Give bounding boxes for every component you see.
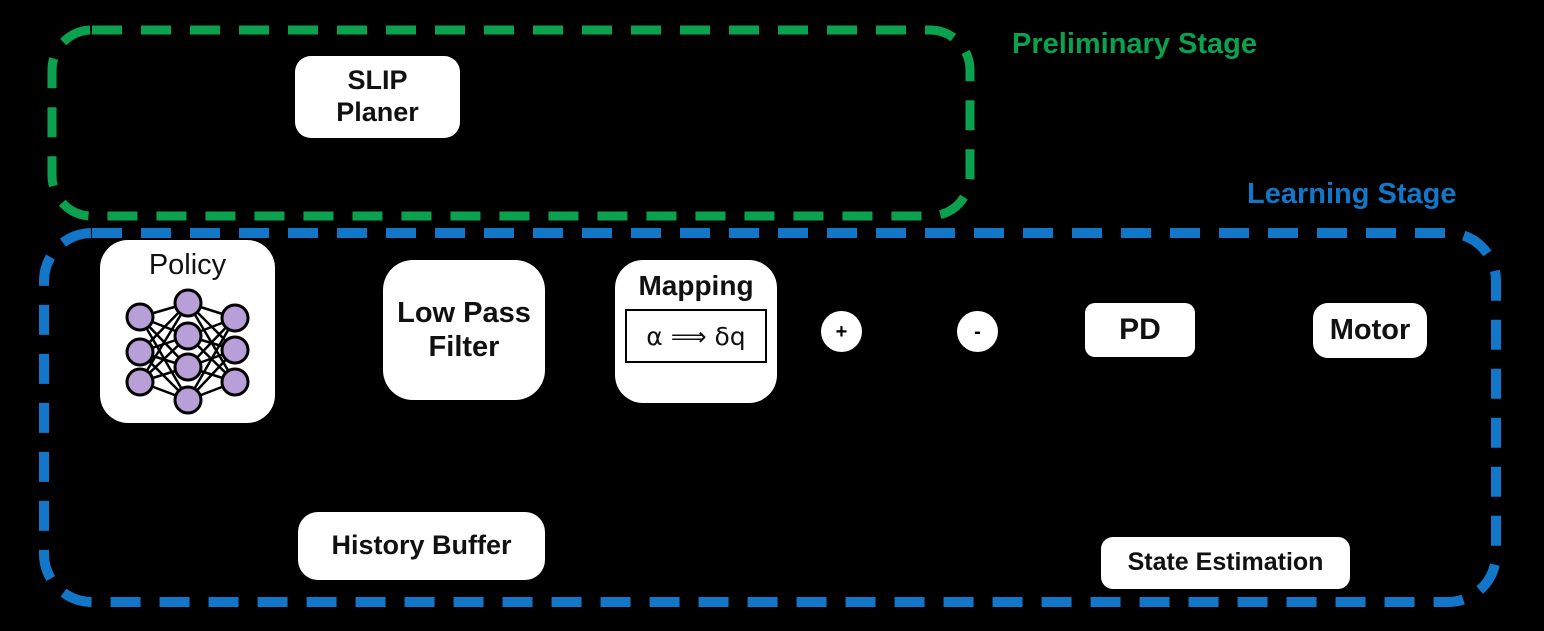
pd-controller-block: PD <box>1085 303 1195 357</box>
policy-label: Policy <box>148 249 227 281</box>
low-pass-filter-label: Low Pass Filter <box>397 296 531 363</box>
policy-block: Policy <box>100 240 275 423</box>
motor-block: Motor <box>1313 303 1427 358</box>
sum-junction-plus: + <box>821 311 862 352</box>
learning-stage-border <box>39 228 1501 607</box>
history-buffer-block: History Buffer <box>298 512 545 580</box>
state-estimation-block: State Estimation <box>1101 537 1350 589</box>
minus-sign: - <box>974 320 981 343</box>
state-estimation-label: State Estimation <box>1127 548 1324 577</box>
plus-sign: + <box>835 320 848 343</box>
mapping-block: Mapping α ⟹ δq <box>615 260 777 403</box>
preliminary-stage-border <box>47 25 975 221</box>
neural-network-icon <box>125 288 250 415</box>
history-buffer-label: History Buffer <box>331 530 512 561</box>
pd-label: PD <box>1119 313 1161 347</box>
mapping-formula-box: α ⟹ δq <box>625 309 767 364</box>
mapping-label: Mapping <box>638 270 754 301</box>
preliminary-stage-label: Preliminary Stage <box>1012 28 1257 60</box>
slip-planner-block: SLIP Planer <box>295 56 460 138</box>
mapping-formula: α ⟹ δq <box>646 321 746 351</box>
slip-planner-label: SLIP Planer <box>336 65 419 127</box>
motor-label: Motor <box>1329 314 1411 347</box>
learning-stage-label: Learning Stage <box>1247 178 1457 210</box>
sum-junction-minus: - <box>957 311 998 352</box>
low-pass-filter-block: Low Pass Filter <box>383 260 545 400</box>
